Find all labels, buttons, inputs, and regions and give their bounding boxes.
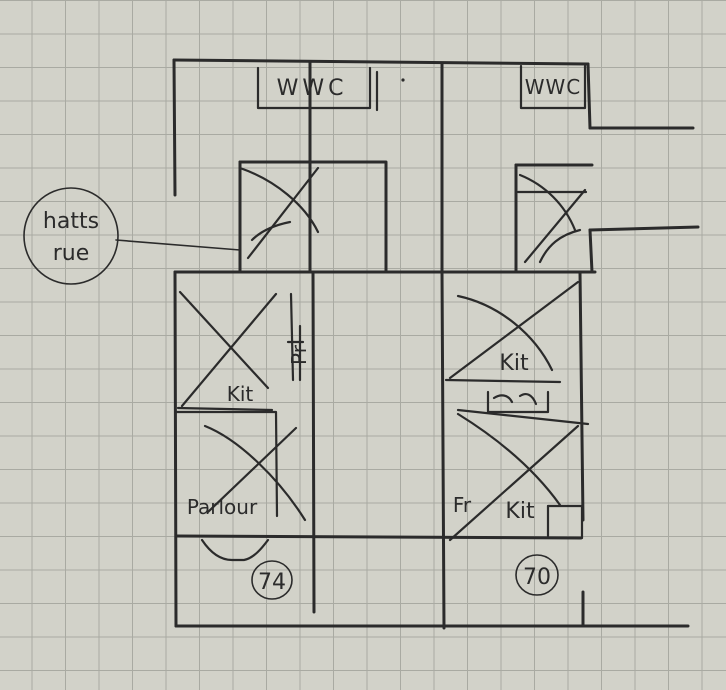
note-connector — [115, 239, 241, 251]
wc-left-label: WWC — [277, 76, 348, 101]
kitchen-right-lower-label: Kit — [505, 499, 535, 524]
house-number-right: 70 — [515, 554, 559, 596]
wc-right-label: WWC — [525, 75, 582, 99]
pr-left-label: Pr — [287, 344, 311, 365]
fr-right-label: Fr — [453, 493, 472, 517]
house-number-left-text: 74 — [258, 570, 286, 595]
kitchen-left-label: Kit — [227, 382, 254, 406]
note-line-2: rue — [53, 241, 90, 266]
parlour-label: Parlour — [187, 495, 258, 519]
stair-left — [238, 160, 388, 274]
kitchen-left — [176, 290, 305, 412]
stair-right — [514, 163, 594, 274]
building-outline — [172, 58, 700, 628]
note-line-1: hatts — [43, 209, 99, 234]
front-room-right — [448, 412, 584, 542]
party-walls — [308, 60, 585, 630]
house-number-right-text: 70 — [523, 565, 551, 590]
parlour-left — [174, 410, 307, 562]
wc-right-room — [519, 64, 587, 110]
circled-note: hatts rue — [23, 187, 119, 285]
kitchen-right — [444, 280, 590, 426]
house-number-left: 74 — [251, 560, 293, 600]
wc-left-room — [256, 66, 405, 112]
kitchen-right-upper-label: Kit — [499, 351, 529, 376]
